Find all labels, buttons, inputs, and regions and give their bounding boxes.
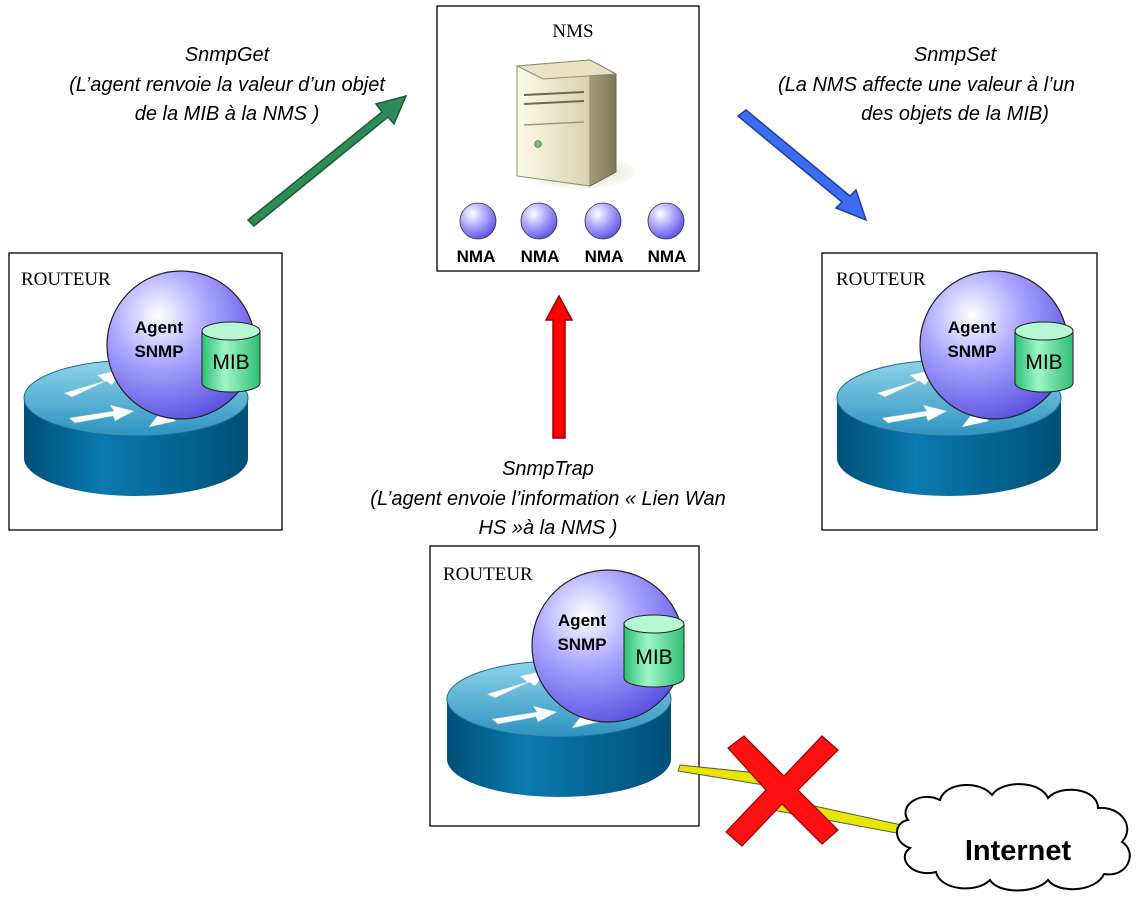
nma-label: NMA bbox=[457, 247, 496, 266]
snmpset-line2: des objets de la MIB) bbox=[861, 103, 1049, 125]
router-title: ROUTEUR bbox=[443, 564, 533, 585]
mib-label: MIB bbox=[212, 351, 249, 374]
nma-sphere bbox=[459, 202, 497, 240]
snmpget-line1: (L’agent renvoie la valeur d’un objet bbox=[69, 74, 386, 96]
router-box-right: ROUTEUR Agent SNMP MIB bbox=[821, 252, 1098, 531]
snmpset-arrow bbox=[736, 109, 868, 222]
agent-label: SNMP bbox=[947, 342, 996, 361]
agent-label: SNMP bbox=[557, 635, 606, 654]
database-icon: MIB bbox=[623, 614, 685, 688]
router-box-left: ROUTEUR Agent SNMP MIB bbox=[8, 252, 283, 531]
snmpget-arrow bbox=[246, 94, 408, 228]
snmptrap-line1: (L’agent envoie l’information « Lien Wan bbox=[370, 488, 725, 510]
snmptrap-name: SnmpTrap bbox=[502, 458, 594, 480]
nms-box: NMS NMA NMA NMA NMA bbox=[436, 5, 700, 272]
snmpset-label: SnmpSet (La NMS affecte une valeur à l’u… bbox=[778, 44, 1075, 125]
mib-label: MIB bbox=[635, 646, 672, 669]
router-title: ROUTEUR bbox=[21, 269, 111, 290]
agent-label: SNMP bbox=[134, 342, 183, 361]
nma-label: NMA bbox=[585, 247, 624, 266]
snmptrap-line2: HS »à la NMS ) bbox=[479, 517, 618, 539]
snmpget-label: SnmpGet (L’agent renvoie la valeur d’un … bbox=[69, 44, 386, 125]
cloud-icon: Internet bbox=[896, 783, 1131, 892]
nma-sphere bbox=[584, 202, 622, 240]
router-title: ROUTEUR bbox=[836, 269, 926, 290]
router-box-bottom: ROUTEUR Agent SNMP MIB bbox=[429, 545, 700, 827]
agent-label: Agent bbox=[135, 318, 184, 337]
snmpset-line1: (La NMS affecte une valeur à l’un bbox=[778, 74, 1075, 96]
snmptrap-label: SnmpTrap (L’agent envoie l’information «… bbox=[370, 458, 725, 539]
database-icon: MIB bbox=[201, 321, 261, 393]
agent-label: Agent bbox=[558, 611, 607, 630]
nms-title: NMS bbox=[552, 21, 593, 42]
agent-label: Agent bbox=[948, 318, 997, 337]
snmptrap-arrow bbox=[544, 294, 574, 439]
internet-label: Internet bbox=[965, 835, 1072, 867]
snmpget-name: SnmpGet bbox=[185, 44, 271, 66]
error-x-icon bbox=[725, 735, 839, 847]
nma-sphere bbox=[647, 202, 685, 240]
snmpget-line2: de la MIB à la NMS ) bbox=[135, 103, 320, 125]
database-icon: MIB bbox=[1014, 321, 1074, 393]
snmpset-name: SnmpSet bbox=[914, 44, 998, 66]
nma-group: NMA NMA NMA NMA bbox=[457, 202, 687, 266]
nma-label: NMA bbox=[648, 247, 687, 266]
nma-sphere bbox=[520, 202, 558, 240]
nma-label: NMA bbox=[521, 247, 560, 266]
server-icon bbox=[515, 59, 636, 189]
mib-label: MIB bbox=[1025, 351, 1062, 374]
